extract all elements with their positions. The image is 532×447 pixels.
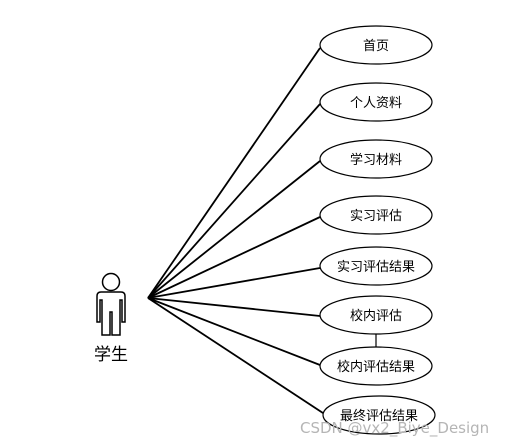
use-case-campus-eval-result[interactable]: 校内评估结果 xyxy=(319,346,433,386)
use-case-label: 个人资料 xyxy=(350,96,402,111)
use-case-profile[interactable]: 个人资料 xyxy=(319,82,433,122)
association-line-campus-eval-result xyxy=(147,297,321,366)
association-line-study-material xyxy=(147,160,321,299)
association-line-home xyxy=(147,47,321,299)
association-lines xyxy=(147,47,327,416)
use-case-study-material[interactable]: 学习材料 xyxy=(319,139,433,179)
use-case-final-eval-result[interactable]: 最终评估结果 xyxy=(322,395,436,435)
association-line-internship-eval xyxy=(147,216,321,299)
use-case-internship-eval[interactable]: 实习评估 xyxy=(319,195,433,235)
use-case-ellipse xyxy=(322,395,436,435)
use-case-internship-eval-result[interactable]: 实习评估结果 xyxy=(319,246,433,286)
use-case-ellipse xyxy=(319,246,433,286)
association-line-campus-eval xyxy=(147,297,321,317)
use-case-ellipse xyxy=(319,295,433,335)
association-line-internship-eval-result xyxy=(147,267,321,299)
use-case-label: 首页 xyxy=(363,39,389,54)
use-case-home[interactable]: 首页 xyxy=(319,25,433,65)
use-case-ellipse xyxy=(319,25,433,65)
use-case-campus-eval[interactable]: 校内评估 xyxy=(319,295,433,335)
use-case-label: 实习评估 xyxy=(350,209,402,224)
association-line-final-eval-result xyxy=(147,297,327,416)
person-icon xyxy=(96,272,126,336)
use-case-label: 校内评估 xyxy=(350,308,402,324)
use-case-label: 实习评估结果 xyxy=(337,260,415,275)
watermark: CSDN @vx2_Biye_Design xyxy=(300,419,489,438)
use-case-ellipse xyxy=(319,139,433,179)
actor: 学生 xyxy=(94,272,128,365)
use-case-label: 校内评估结果 xyxy=(337,359,415,375)
association-line-profile xyxy=(147,103,321,299)
actor-label: 学生 xyxy=(94,345,128,365)
use-case-ellipse xyxy=(319,346,433,386)
use-case-label: 学习材料 xyxy=(350,152,402,168)
use-case-ellipse xyxy=(319,195,433,235)
use-case-ellipse xyxy=(319,82,433,122)
use-case-label: 最终评估结果 xyxy=(340,408,418,424)
